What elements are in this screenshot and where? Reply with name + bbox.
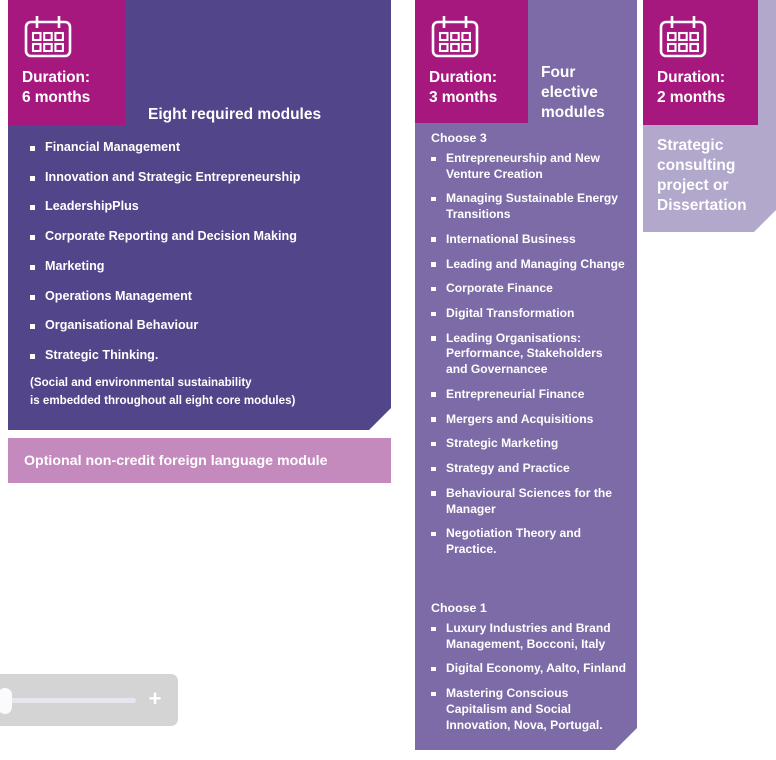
zoom-slider-control[interactable]: + bbox=[0, 674, 178, 726]
choose-3-label: Choose 3 bbox=[431, 131, 487, 145]
list-item: Corporate Reporting and Decision Making bbox=[30, 229, 375, 245]
list-item: Strategic Marketing bbox=[431, 436, 627, 452]
duration-label-required: Duration: bbox=[22, 69, 90, 86]
duration-value-required: 6 months bbox=[22, 89, 91, 107]
zoom-slider-track[interactable] bbox=[0, 698, 136, 703]
heading-consulting-project: Strategic consulting project or Disserta… bbox=[657, 137, 747, 215]
list-item: Strategy and Practice bbox=[431, 461, 627, 477]
duration-badge-project: Duration: 2 months bbox=[643, 0, 758, 125]
optional-language-bar: Optional non-credit foreign language mod… bbox=[8, 438, 391, 483]
list-item: Leading and Managing Change bbox=[431, 257, 627, 273]
duration-value-elective: 3 months bbox=[429, 89, 498, 107]
duration-badge-required: Duration: 6 months bbox=[8, 0, 126, 125]
list-item: International Business bbox=[431, 232, 627, 248]
list-item: Digital Transformation bbox=[431, 306, 627, 322]
duration-badge-elective: Duration: 3 months bbox=[415, 0, 528, 123]
list-item: Digital Economy, Aalto, Finland bbox=[431, 661, 627, 677]
list-item: Innovation and Strategic Entrepreneurshi… bbox=[30, 170, 375, 186]
note-line-1: (Social and environmental sustainability bbox=[30, 376, 252, 389]
list-item: Entrepreneurial Finance bbox=[431, 387, 627, 403]
list-item: Operations Management bbox=[30, 289, 375, 305]
zoom-slider-handle[interactable] bbox=[0, 688, 12, 714]
duration-label-project: Duration: bbox=[657, 69, 725, 86]
list-item: Behavioural Sciences for the Manager bbox=[431, 486, 627, 517]
calendar-icon bbox=[22, 14, 74, 60]
list-item: Organisational Behaviour bbox=[30, 318, 375, 334]
column-required-modules: Duration: 6 months Eight required module… bbox=[8, 0, 391, 430]
calendar-icon bbox=[657, 14, 709, 60]
list-item: Strategic Thinking. bbox=[30, 348, 375, 364]
list-required-modules: Financial Management Innovation and Stra… bbox=[30, 140, 375, 378]
list-elective-choose-1: Luxury Industries and Brand Management, … bbox=[431, 621, 627, 742]
column-consulting-project: Duration: 2 months Strategic consulting … bbox=[643, 0, 776, 232]
list-elective-choose-3: Entrepreneurship and New Venture Creatio… bbox=[431, 151, 627, 567]
zoom-in-button[interactable]: + bbox=[148, 686, 162, 711]
list-item: Luxury Industries and Brand Management, … bbox=[431, 621, 627, 652]
list-item: Corporate Finance bbox=[431, 281, 627, 297]
duration-text-project: Duration: 2 months bbox=[657, 68, 744, 109]
column-project-body: Duration: 2 months Strategic consulting … bbox=[643, 0, 776, 232]
optional-language-label: Optional non-credit foreign language mod… bbox=[24, 452, 328, 469]
heading-required-modules: Eight required modules bbox=[148, 106, 322, 123]
list-item: Leading Organisations: Performance, Stak… bbox=[431, 331, 627, 378]
column-required-body: Duration: 6 months Eight required module… bbox=[8, 0, 391, 430]
choose-1-label: Choose 1 bbox=[431, 601, 487, 615]
list-item: Mergers and Acquisitions bbox=[431, 412, 627, 428]
column-elective-body: Duration: 3 months Four elective modules… bbox=[415, 0, 637, 750]
list-item: Mastering Conscious Capitalism and Socia… bbox=[431, 686, 627, 733]
duration-label-elective: Duration: bbox=[429, 69, 497, 86]
duration-text-elective: Duration: 3 months bbox=[429, 68, 514, 109]
list-item: Negotiation Theory and Practice. bbox=[431, 526, 627, 557]
heading-elective-modules: Four elective modules bbox=[541, 64, 605, 122]
note-line-2: is embedded throughout all eight core mo… bbox=[30, 393, 296, 407]
list-item: Marketing bbox=[30, 259, 375, 275]
list-item: Entrepreneurship and New Venture Creatio… bbox=[431, 151, 627, 182]
duration-text-required: Duration: 6 months bbox=[22, 68, 112, 109]
list-item: LeadershipPlus bbox=[30, 199, 375, 215]
sustainability-note: (Social and environmental sustainability… bbox=[30, 374, 371, 410]
duration-value-project: 2 months bbox=[657, 89, 726, 107]
column-elective-modules: Duration: 3 months Four elective modules… bbox=[415, 0, 637, 750]
list-item: Managing Sustainable Energy Transitions bbox=[431, 191, 627, 222]
calendar-icon bbox=[429, 14, 481, 60]
list-item: Financial Management bbox=[30, 140, 375, 156]
